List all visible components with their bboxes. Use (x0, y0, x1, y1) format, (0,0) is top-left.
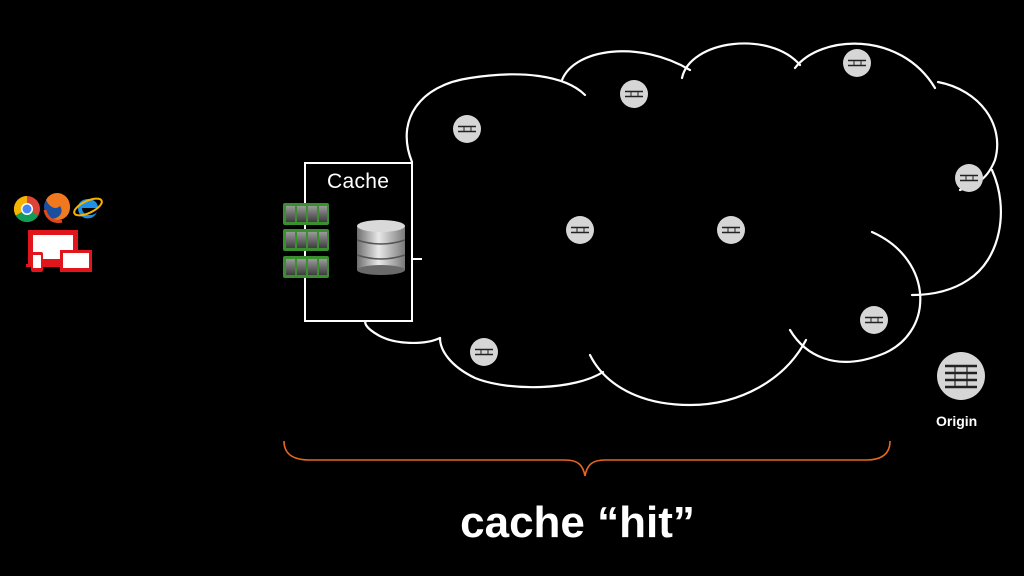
server-node-icon (452, 114, 482, 144)
cache-node (283, 162, 422, 322)
ram-module-icon (283, 256, 329, 278)
brace (283, 440, 891, 477)
origin-label: Origin (936, 413, 978, 429)
firefox-icon (43, 192, 70, 224)
server-node-icon (842, 48, 872, 78)
server-node-icon (859, 305, 889, 335)
caption: cache “hit” (460, 498, 695, 547)
cache-label: Cache (327, 170, 390, 193)
server-node-icon (954, 163, 984, 193)
server-node-icon (716, 215, 746, 245)
cloud-outline (364, 42, 1002, 407)
chrome-icon (13, 195, 40, 223)
ram-module-icon (283, 229, 329, 251)
origin-server-icon (937, 352, 985, 400)
ram-module-icon (283, 203, 329, 225)
server-node-icon (565, 215, 595, 245)
internet-explorer-icon (73, 197, 103, 219)
database-icon (356, 220, 406, 275)
server-node-icon (619, 79, 649, 109)
server-node-icon (469, 337, 499, 367)
devices-icon (26, 230, 92, 272)
